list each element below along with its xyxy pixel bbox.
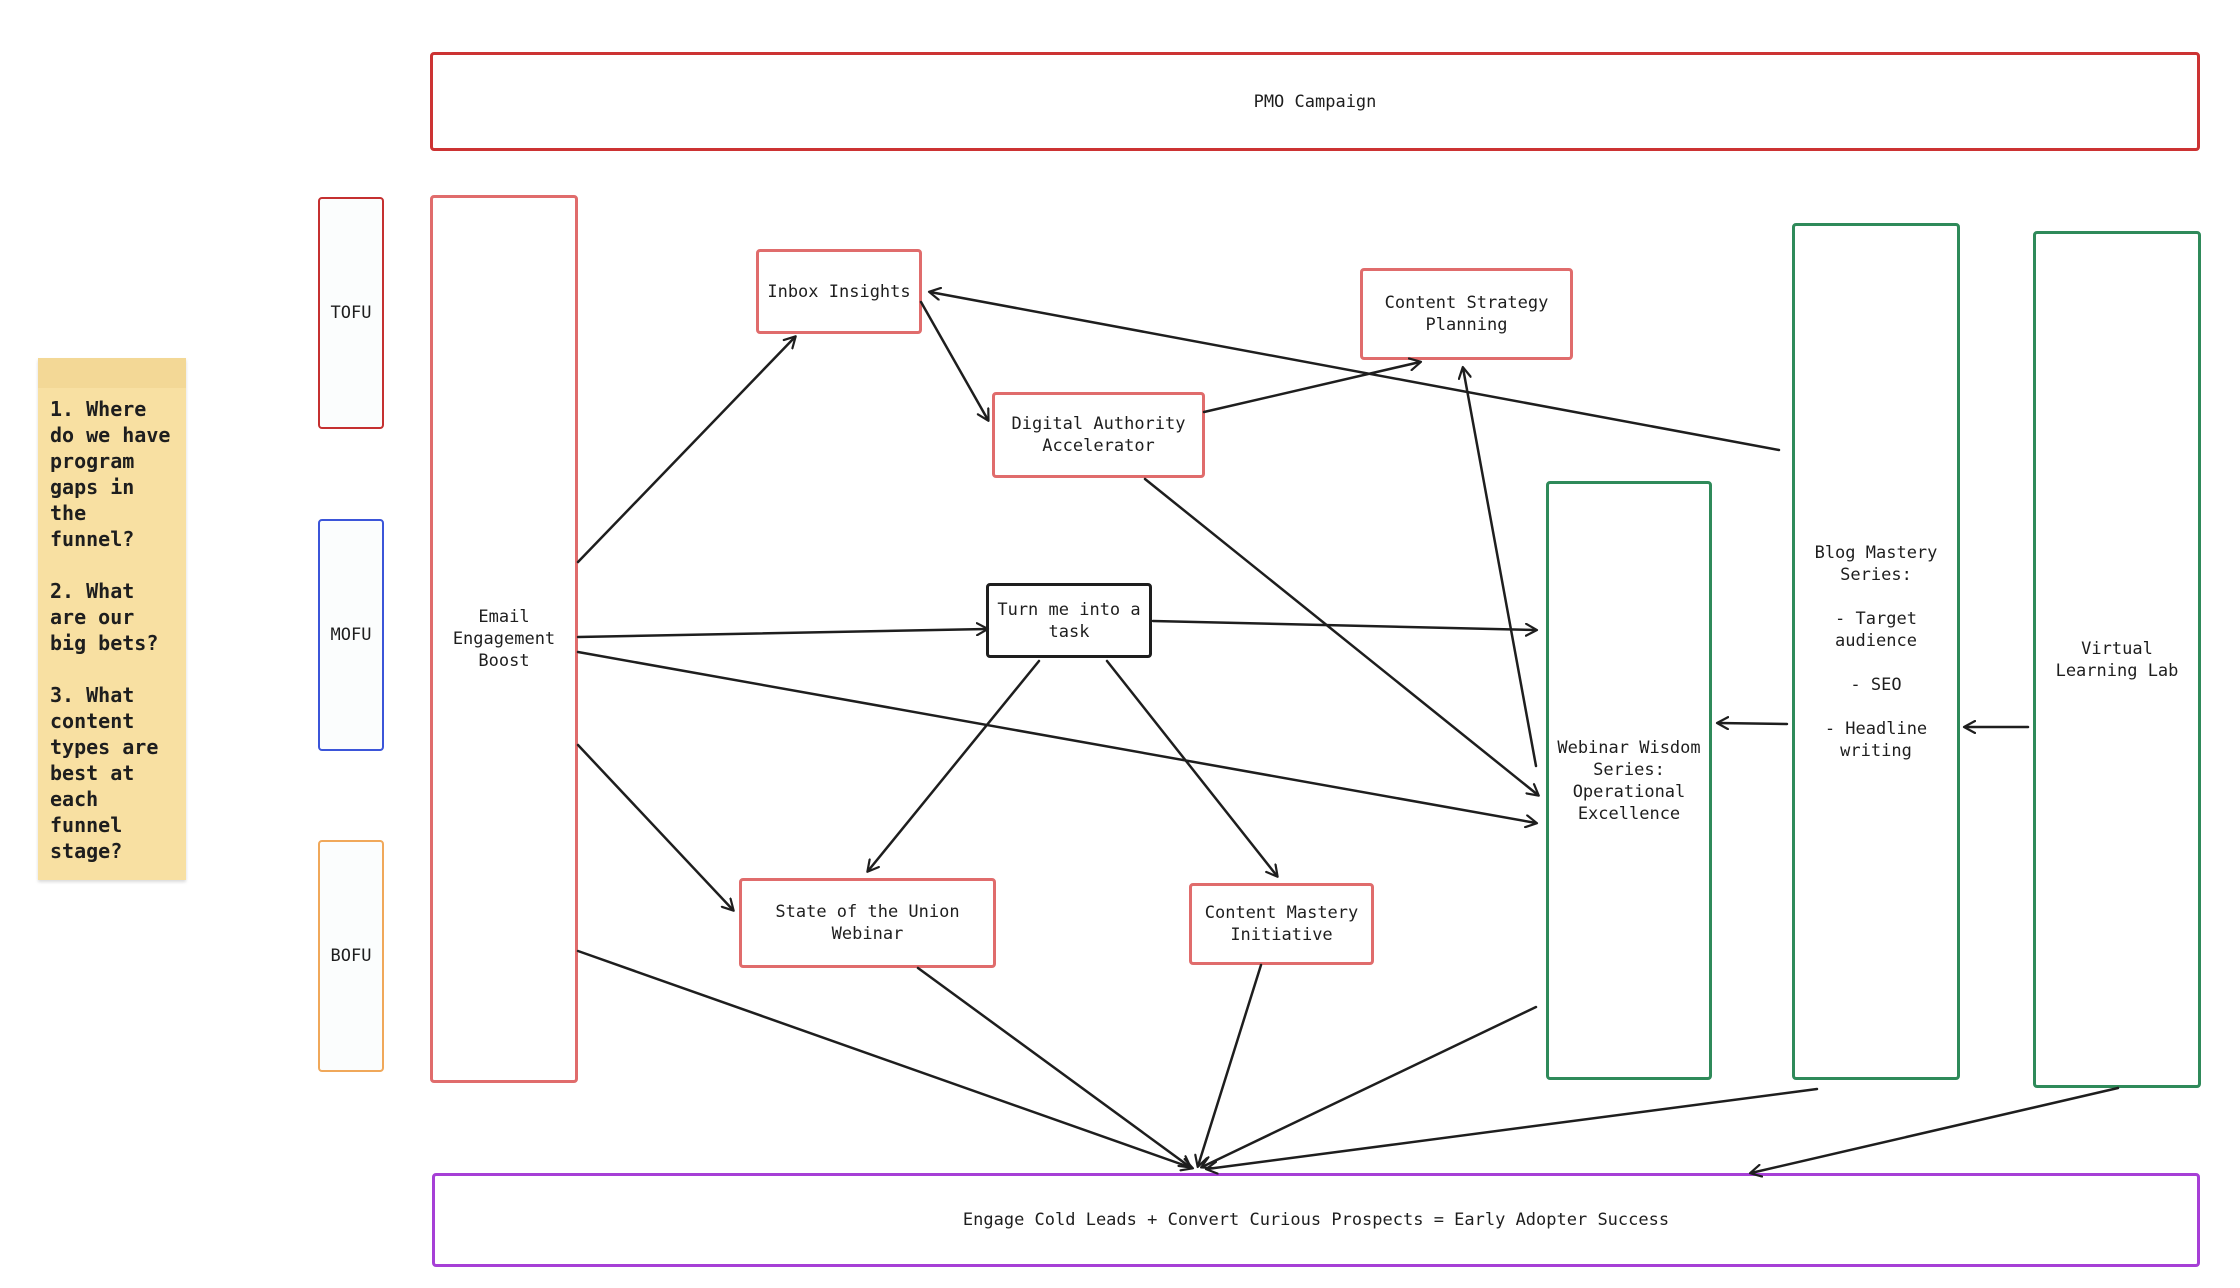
sticky-note-header <box>38 358 186 388</box>
arrow-digital-authority-to-content-strategy <box>1202 362 1420 414</box>
arrow-blog-mastery-to-goal <box>1207 1087 1819 1169</box>
arrow-email-to-webinar-wisdom <box>576 650 1536 823</box>
arrow-email-to-state-of-union <box>576 743 733 910</box>
arrow-webinar-wisdom-to-content-strategy <box>1463 368 1538 768</box>
arrow-task-to-state-of-union <box>868 659 1041 871</box>
arrow-email-to-goal <box>576 949 1192 1168</box>
webinar-wisdom-series-node[interactable]: Webinar Wisdom Series: Operational Excel… <box>1546 481 1712 1080</box>
goal-footer[interactable]: Engage Cold Leads + Convert Curious Pros… <box>432 1173 2200 1267</box>
pmo-campaign-header[interactable]: PMO Campaign <box>430 52 2200 151</box>
content-mastery-initiative-node[interactable]: Content Mastery Initiative <box>1189 883 1374 965</box>
funnel-tofu[interactable]: TOFU <box>318 197 384 429</box>
arrow-email-to-task <box>576 629 987 639</box>
funnel-mofu[interactable]: MOFU <box>318 519 384 751</box>
arrow-content-mastery-to-goal <box>1198 963 1263 1166</box>
arrow-blog-mastery-to-inbox-insights <box>930 292 1781 452</box>
sticky-note-text: 1. Where do we have program gaps in the … <box>50 397 171 863</box>
turn-me-into-a-task-node[interactable]: Turn me into a task <box>986 583 1152 658</box>
inbox-insights-node[interactable]: Inbox Insights <box>756 249 922 334</box>
email-engagement-boost-node[interactable]: Email Engagement Boost <box>430 195 578 1083</box>
content-strategy-planning-node[interactable]: Content Strategy Planning <box>1360 268 1573 360</box>
arrow-digital-authority-to-webinar-wisdom <box>1143 477 1538 795</box>
arrow-state-of-union-to-goal <box>916 966 1190 1167</box>
sticky-note[interactable]: 1. Where do we have program gaps in the … <box>38 358 186 880</box>
funnel-bofu[interactable]: BOFU <box>318 840 384 1072</box>
arrow-email-to-inbox-insights <box>576 337 795 564</box>
arrow-webinar-wisdom-to-goal <box>1202 1005 1538 1167</box>
arrow-task-to-content-mastery <box>1105 659 1277 876</box>
digital-authority-accelerator-node[interactable]: Digital Authority Accelerator <box>992 392 1205 478</box>
state-of-the-union-webinar-node[interactable]: State of the Union Webinar <box>739 878 996 968</box>
arrow-inbox-to-digital-authority <box>919 300 988 420</box>
arrow-virtual-lab-to-goal <box>1751 1086 2120 1173</box>
blog-mastery-series-node[interactable]: Blog Mastery Series: - Target audience -… <box>1792 223 1960 1080</box>
virtual-learning-lab-node[interactable]: Virtual Learning Lab <box>2033 231 2201 1088</box>
arrow-task-to-webinar-wisdom <box>1151 619 1536 630</box>
arrow-blog-mastery-to-webinar-wisdom <box>1718 723 1789 724</box>
